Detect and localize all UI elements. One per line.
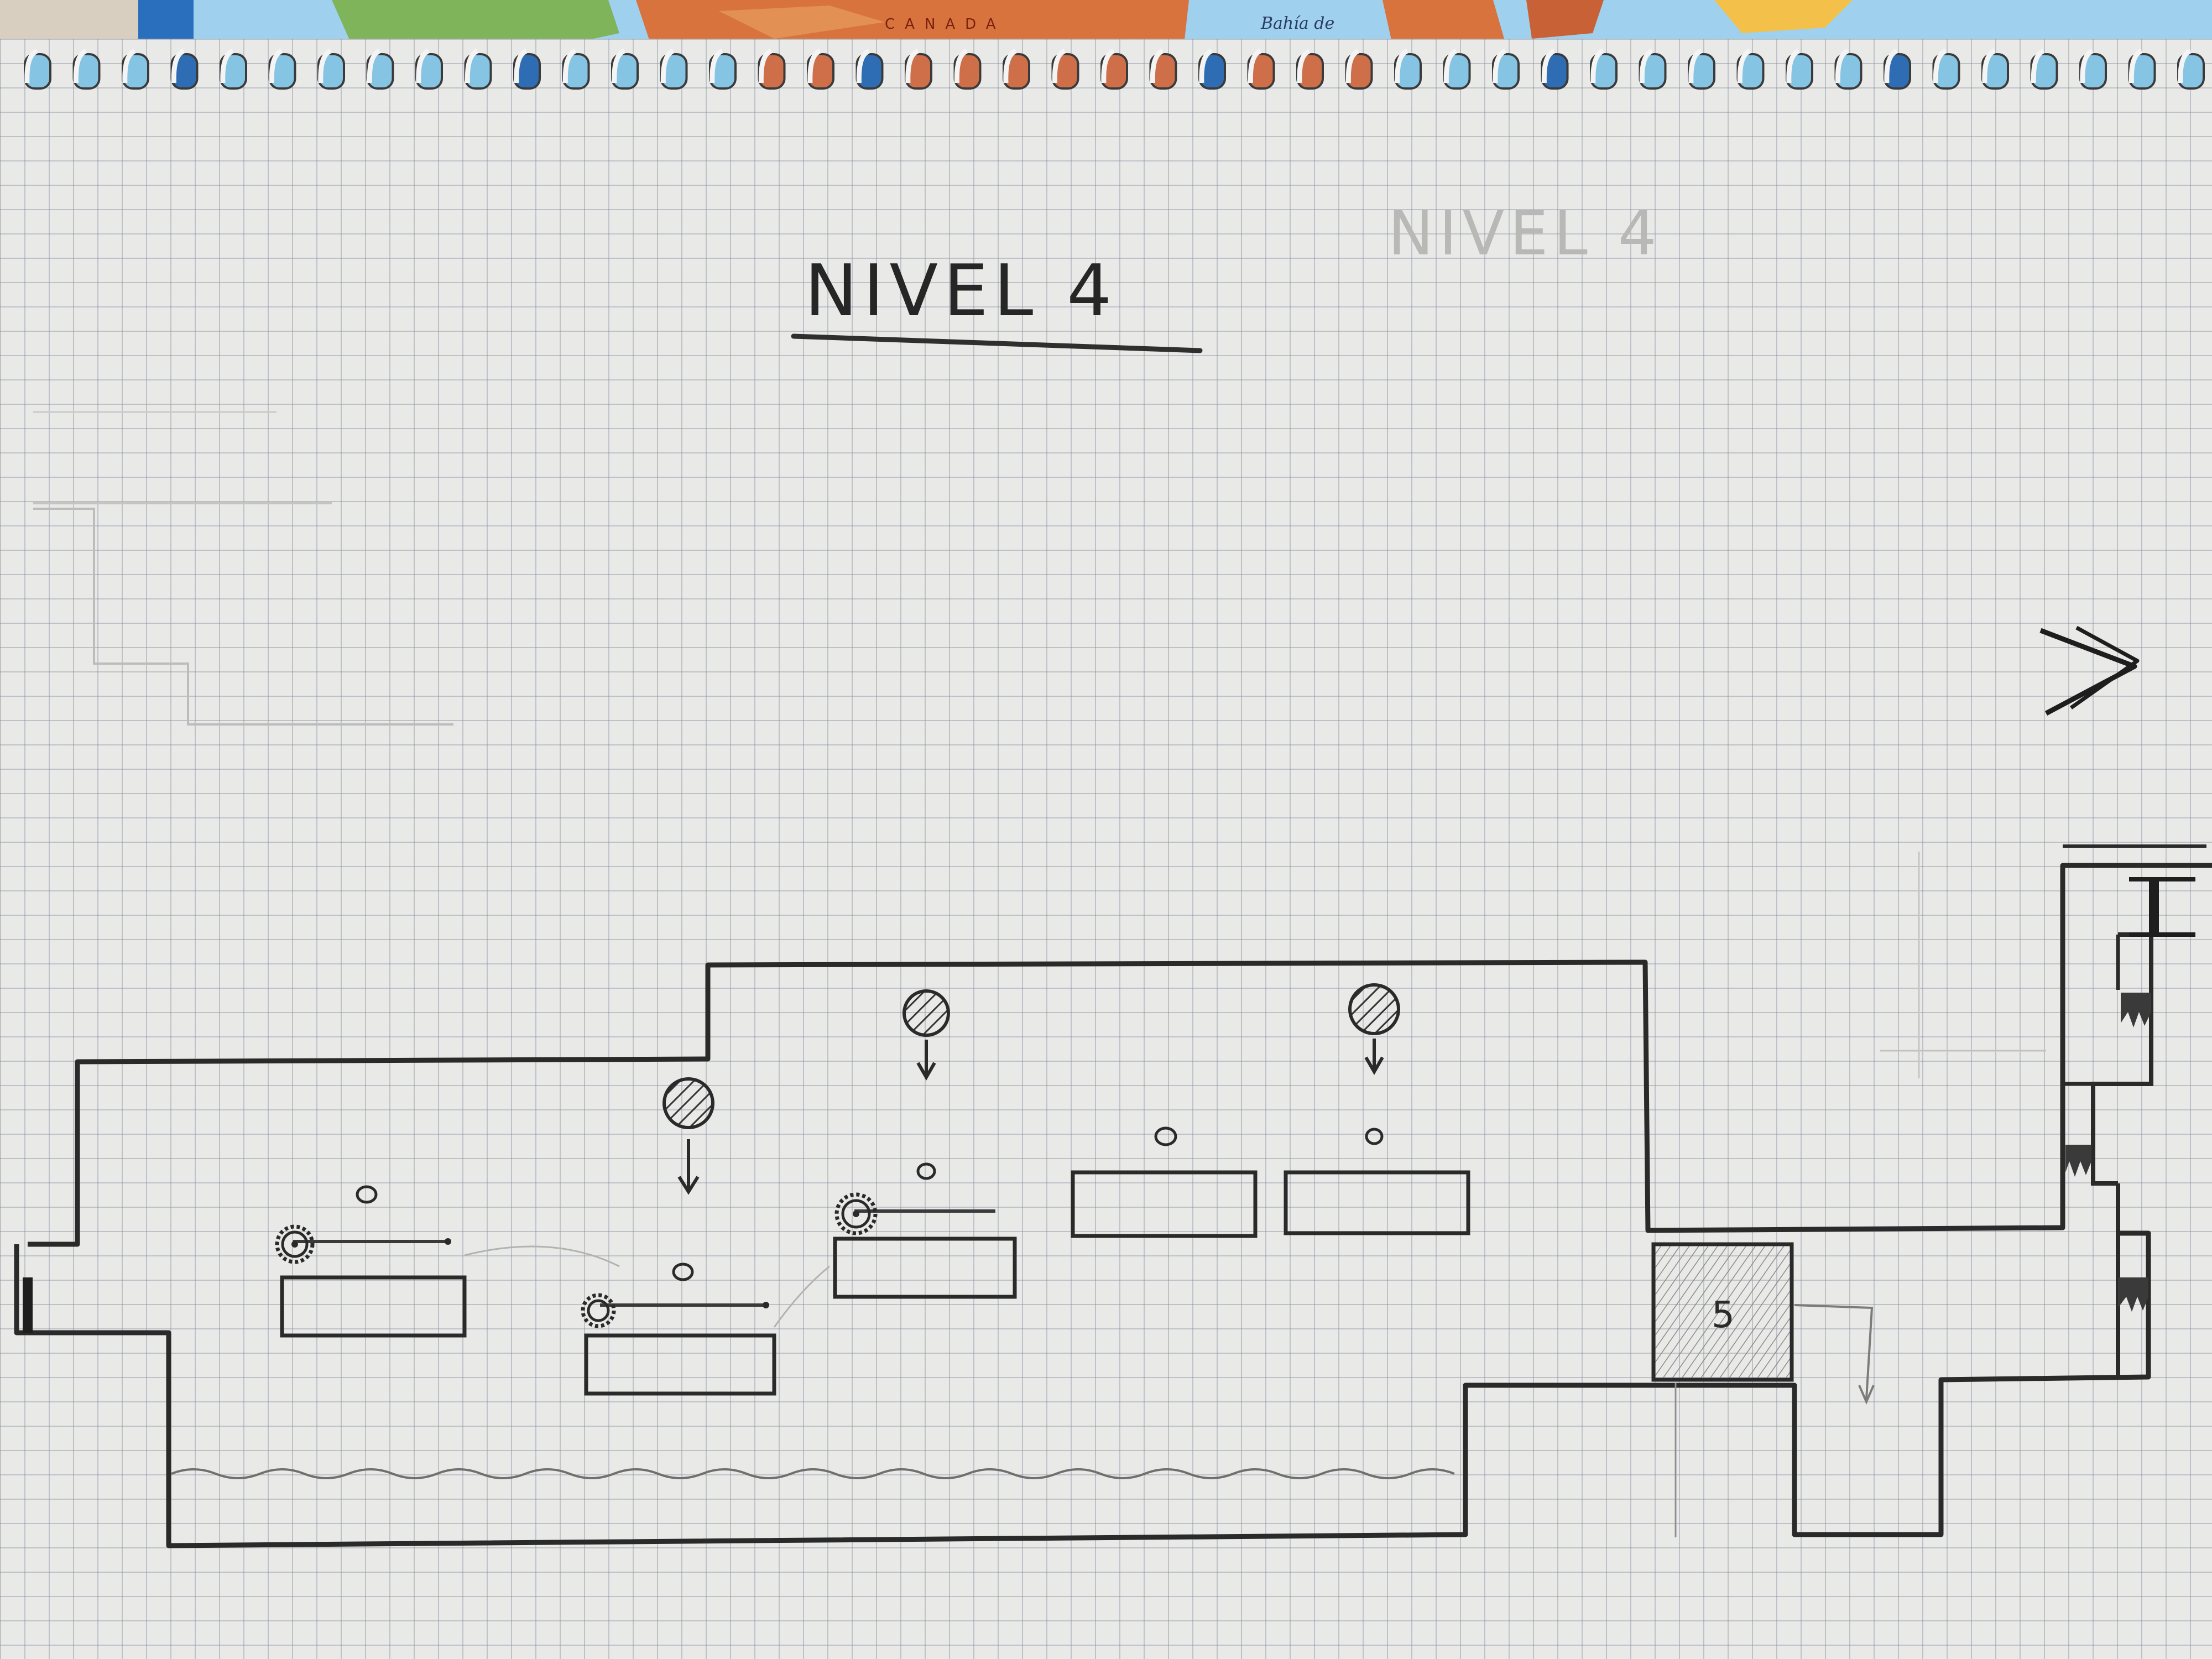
level-outline-bottom [14, 1230, 2151, 1548]
binding-wire [1248, 48, 1262, 84]
level-outline [28, 863, 2212, 1247]
binding-wire [954, 48, 968, 84]
falling-ball-hazard-icon [1348, 983, 1400, 1076]
binding-wire [1003, 48, 1018, 84]
binding-wire [122, 48, 137, 84]
crusher-spike-icon [2118, 1277, 2148, 1312]
numbered-block-label: 5 [1712, 1293, 1735, 1336]
binding-wire [1590, 48, 1605, 84]
binding-wire [367, 48, 381, 84]
binding-wire [1150, 48, 1164, 84]
coin-icon [916, 1162, 936, 1180]
spiral-binding [24, 48, 2205, 90]
binding-wire [807, 48, 822, 84]
title-underline [791, 333, 1203, 353]
binding-wire [1835, 48, 1849, 84]
grid-paper-sheet [0, 39, 2212, 1659]
binding-wire [562, 48, 577, 84]
falling-ball-hazard-icon [662, 1077, 714, 1195]
erased-sketch-lines [33, 508, 453, 726]
binding-wire [2178, 48, 2192, 84]
binding-wire [905, 48, 920, 84]
binding-wire [2080, 48, 2094, 84]
crusher-spike-icon [2065, 1145, 2091, 1177]
binding-wire [1395, 48, 1409, 84]
saw-hazard-icon [581, 1293, 769, 1328]
platform-1 [280, 1275, 467, 1338]
page-title: NIVEL 4 [805, 250, 1117, 332]
binding-wire [73, 48, 87, 84]
binding-wire [1345, 48, 1360, 84]
binding-wire [1199, 48, 1213, 84]
background-map-strip: CANADA Bahía de [0, 0, 2212, 50]
exit-gate [2129, 877, 2195, 937]
binding-wire [220, 48, 234, 84]
map-strip-graphic: CANADA Bahía de [0, 0, 2212, 50]
binding-wire [612, 48, 626, 84]
binding-wire [1737, 48, 1751, 84]
binding-wire [514, 48, 528, 84]
binding-wire [709, 48, 724, 84]
platform-5 [1284, 1170, 1470, 1235]
coin-icon [1154, 1126, 1177, 1146]
platform-3 [833, 1237, 1017, 1299]
binding-wire [1688, 48, 1703, 84]
binding-wire [1541, 48, 1556, 84]
binding-wire [1884, 48, 1898, 84]
numbered-block: 5 [1651, 1242, 1875, 1405]
binding-wire [758, 48, 773, 84]
binding-wire [1443, 48, 1458, 84]
binding-wire [1639, 48, 1653, 84]
binding-wire [1297, 48, 1311, 84]
binding-wire [318, 48, 332, 84]
binding-wire [1101, 48, 1115, 84]
binding-wire [416, 48, 430, 84]
right-shaft-wall [2091, 932, 2153, 1186]
binding-wire [171, 48, 185, 84]
faint-back-title: NIVEL 4 [1388, 198, 1662, 269]
map-label-bay: Bahía de [1260, 14, 1334, 33]
platform-2 [584, 1333, 776, 1396]
exit-arrow-icon [2039, 625, 2140, 716]
saw-hazard-icon [275, 1224, 451, 1264]
binding-wire [1982, 48, 1996, 84]
crusher-spike-icon [2121, 993, 2151, 1027]
water-surface [171, 1468, 1455, 1479]
binding-wire [660, 48, 675, 84]
binding-wire [465, 48, 479, 84]
binding-wire [1933, 48, 1947, 84]
coin-icon [356, 1185, 378, 1204]
binding-wire [2031, 48, 2045, 84]
binding-wire [1786, 48, 1801, 84]
platform-4 [1071, 1170, 1258, 1238]
saw-hazard-icon [834, 1192, 995, 1235]
falling-ball-hazard-icon [902, 989, 950, 1081]
binding-wire [1052, 48, 1066, 84]
binding-wire [24, 48, 39, 84]
coin-icon [672, 1262, 694, 1281]
binding-wire [856, 48, 870, 84]
map-label-country: CANADA [885, 16, 1006, 33]
binding-wire [2128, 48, 2143, 84]
coin-icon [1365, 1128, 1384, 1145]
binding-wire [269, 48, 283, 84]
binding-wire [1493, 48, 1507, 84]
